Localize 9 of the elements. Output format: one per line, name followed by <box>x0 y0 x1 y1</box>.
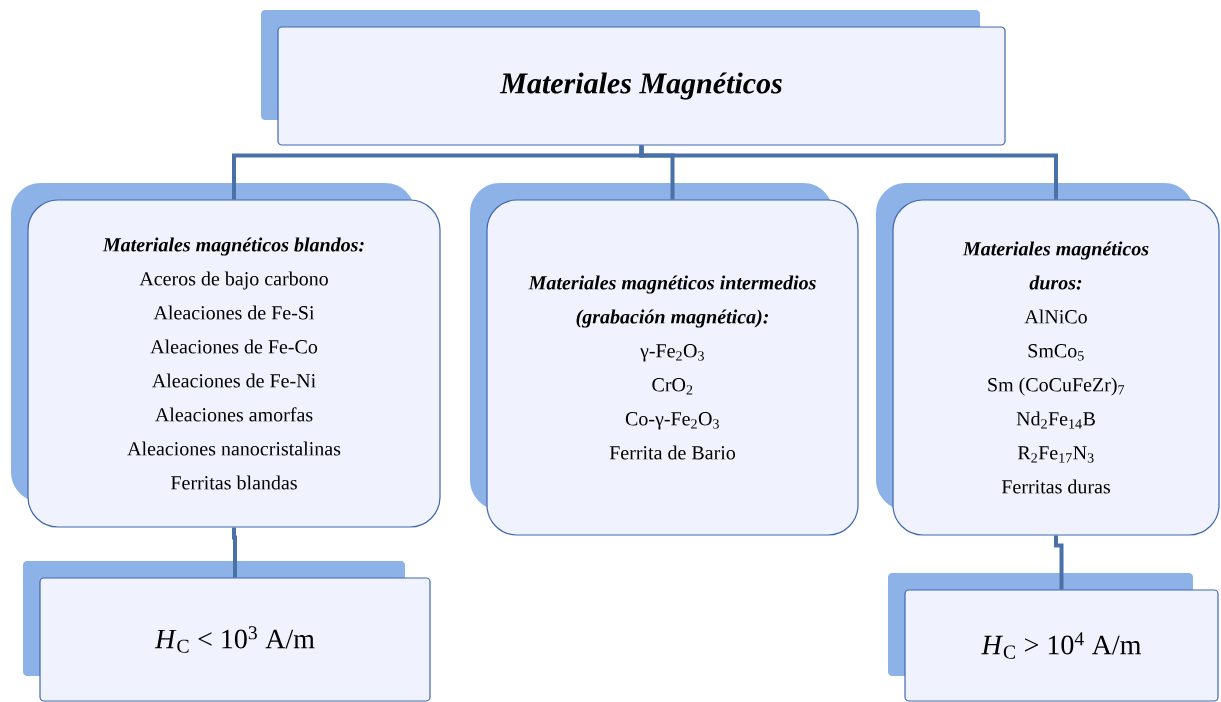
category-box: Materiales magnéticos intermedios (grabación magnética): γ-Fe$_{2}$O$_{3}$ CrO$_{2}$ Co-γ-Fe$_{2}$O$_{3}$ Ferrita de Bario <box>470 183 859 536</box>
connector <box>639 145 1058 200</box>
coercivity-box: H$_{C}$ < 10$^{3}$ A/m <box>23 561 431 702</box>
category-box: Materiales magnéticos blandos: Aceros de bajo carbono Aleaciones de Fe-Si Aleaciones de Fe-Co Aleaciones de Fe-Ni Aleaciones amorfas Aleaciones nanocristalinas Ferritas blandas <box>11 183 441 528</box>
title-box: Materiales Magnéticos <box>261 10 1006 146</box>
connector <box>232 527 237 578</box>
category-box: Materiales magnéticos duros: AlNiCo SmCo$_{5}$ Sm (CoCuFeZr)$_{7}$ Nd$_{2}$Fe$_{14}$B R$_{2}$Fe$_{17}$N$_{3}$ Ferritas duras <box>876 183 1220 536</box>
coercivity-box: H$_{C}$ > 10$^{4}$ A/m <box>888 573 1219 702</box>
connector <box>1054 535 1064 590</box>
